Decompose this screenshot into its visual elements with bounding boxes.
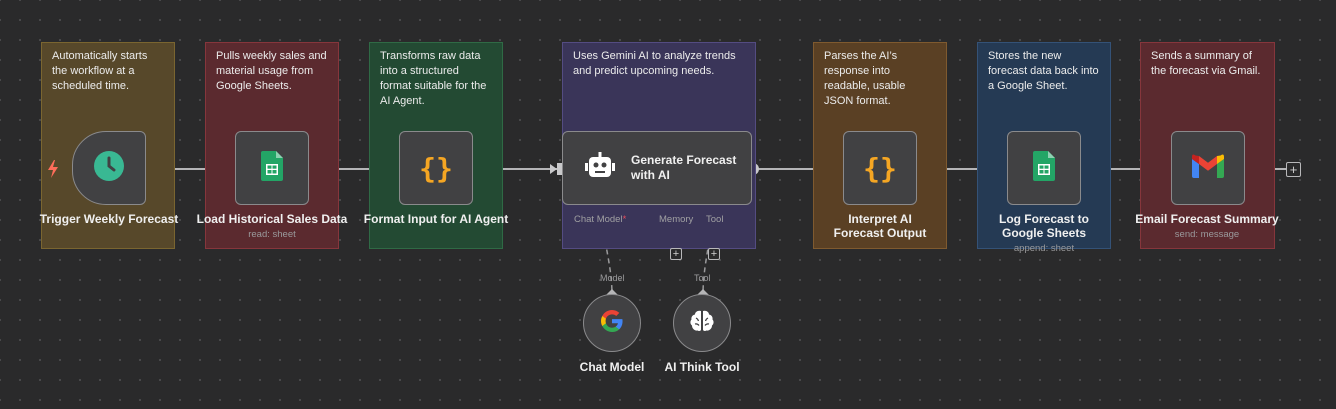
google-sheets-icon xyxy=(261,150,283,186)
gmail-icon xyxy=(1192,154,1224,183)
node-label: AI Think Tool xyxy=(664,360,740,374)
robot-icon xyxy=(585,151,615,185)
port-label-chat-model: Chat Model* xyxy=(574,214,627,225)
google-icon xyxy=(601,309,623,337)
node-chat-model[interactable] xyxy=(583,294,641,352)
node-email-forecast-summary[interactable] xyxy=(1171,131,1245,205)
node-load-historical-sales[interactable] xyxy=(235,131,309,205)
node-subtitle: append: sheet xyxy=(1013,243,1075,254)
node-label: Chat Model xyxy=(579,360,645,374)
curly-braces-icon: {} xyxy=(863,151,897,185)
note-text: Transforms raw data into a structured fo… xyxy=(380,50,487,107)
node-generate-forecast-agent[interactable]: Generate Forecast with AI xyxy=(562,131,752,205)
connection-label-model: Model xyxy=(600,273,625,283)
node-label: Email Forecast Summary xyxy=(1135,212,1279,226)
node-title: Generate Forecast with AI xyxy=(631,153,737,182)
node-label: Interpret AI Forecast Output xyxy=(833,212,927,240)
node-subtitle: send: message xyxy=(1174,229,1240,240)
note-trigger[interactable]: Automatically starts the workflow at a s… xyxy=(41,42,175,249)
node-log-forecast[interactable] xyxy=(1007,131,1081,205)
port-label-memory: Memory xyxy=(659,214,694,225)
node-trigger-weekly-forecast[interactable] xyxy=(72,131,146,205)
node-interpret-ai-output[interactable]: {} xyxy=(843,131,917,205)
google-sheets-icon xyxy=(1033,150,1055,186)
note-text: Automatically starts the workflow at a s… xyxy=(52,50,148,92)
trigger-bolt-icon xyxy=(47,160,59,178)
note-text: Parses the AI’s response into readable, … xyxy=(824,50,906,107)
node-subtitle: read: sheet xyxy=(248,229,296,240)
note-text: Stores the new forecast data back into a… xyxy=(988,50,1099,92)
note-text: Sends a summary of the forecast via Gmai… xyxy=(1151,50,1261,77)
node-label: Format Input for AI Agent xyxy=(363,212,509,226)
add-memory-button[interactable]: + xyxy=(670,248,682,260)
node-label: Log Forecast to Google Sheets xyxy=(998,212,1089,240)
note-text: Uses Gemini AI to analyze trends and pre… xyxy=(573,50,736,77)
add-tool-button[interactable]: + xyxy=(708,248,720,260)
clock-icon xyxy=(94,150,124,186)
brain-icon xyxy=(690,310,714,337)
port-label-tool: Tool xyxy=(706,214,724,225)
add-node-button[interactable]: + xyxy=(1286,162,1301,177)
node-format-input[interactable]: {} xyxy=(399,131,473,205)
node-label: Load Historical Sales Data xyxy=(196,212,348,226)
note-text: Pulls weekly sales and material usage fr… xyxy=(216,50,327,92)
curly-braces-icon: {} xyxy=(419,151,453,185)
connection-label-tool: Tool xyxy=(694,273,711,283)
node-ai-think-tool[interactable] xyxy=(673,294,731,352)
node-label: Trigger Weekly Forecast xyxy=(39,212,179,226)
